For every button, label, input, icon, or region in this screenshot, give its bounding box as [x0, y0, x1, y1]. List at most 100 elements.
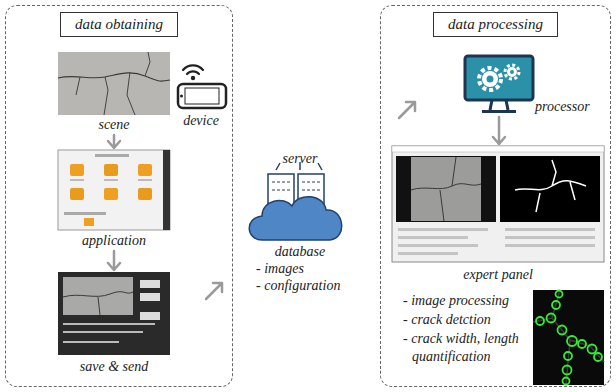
expert-panel-screenshot	[392, 146, 604, 262]
flow-arrow	[399, 102, 415, 118]
app-screenshot	[58, 150, 170, 230]
expert-panel-screenshot	[392, 146, 604, 262]
expert-panel-screenshot	[398, 236, 468, 239]
expert-panel-screenshot	[396, 156, 496, 222]
expert-panel-screenshot	[500, 156, 600, 222]
flow-arrow	[206, 283, 222, 299]
app-screenshot	[84, 218, 94, 226]
device-icon	[178, 65, 226, 108]
width-measure-image	[588, 345, 597, 354]
expert-panel-screenshot	[515, 160, 586, 212]
app-screenshot	[64, 212, 106, 215]
crack-photo	[58, 52, 170, 115]
width-measure-image	[594, 353, 602, 361]
panel-heading: data processing	[433, 12, 558, 37]
caption-text: save & send	[58, 358, 170, 375]
width-measure-image	[533, 290, 604, 385]
save-send-screenshot	[58, 272, 170, 355]
device-icon	[191, 76, 195, 80]
device-icon	[185, 88, 219, 104]
caption-text: server	[238, 150, 362, 167]
crack-photo	[76, 52, 150, 115]
caption-text: device	[172, 112, 230, 129]
expert-panel-screenshot	[398, 252, 458, 255]
processor-icon	[490, 100, 508, 110]
processor-icon	[507, 67, 517, 77]
processor-icon	[505, 65, 519, 79]
obtaining-panel: data obtaining scenedevice application save…	[5, 5, 233, 387]
flow-arrow	[108, 135, 120, 148]
save-send-screenshot	[63, 277, 133, 315]
width-measure-image	[563, 366, 572, 375]
app-screenshot	[104, 164, 118, 176]
save-send-screenshot	[63, 292, 133, 315]
save-send-screenshot	[63, 341, 119, 343]
scene-photo: scene	[58, 52, 170, 133]
save-send-screenshot	[140, 312, 160, 320]
width-measure-image	[556, 291, 563, 298]
width-measure-image	[578, 340, 586, 348]
processor-icon	[465, 56, 533, 113]
width-measure-image	[564, 352, 572, 360]
app-screenshot	[70, 164, 84, 176]
expert-panel-screenshot	[411, 157, 481, 221]
save-send-screenshot	[63, 323, 155, 325]
crack-photo	[58, 73, 170, 81]
expert-panel-screenshot	[398, 244, 478, 247]
save-send-screenshot: save & send	[58, 272, 170, 375]
bullet-note: - crack width, length quantification	[403, 330, 529, 366]
crack-photo	[58, 52, 170, 115]
processor-icon	[482, 110, 516, 113]
server-cloud	[249, 162, 341, 240]
bullet-note: - image processing	[403, 292, 529, 310]
width-measure-image	[547, 314, 556, 323]
caption-text: expert panel	[392, 266, 604, 283]
expert-panel-screenshot: expert panel	[392, 146, 604, 283]
expert-panel-screenshot	[505, 244, 595, 247]
app-screenshot	[138, 179, 152, 181]
caption-text: - configuration	[238, 277, 362, 294]
processor-icon: processor	[455, 52, 600, 115]
width-measure-image	[563, 378, 570, 385]
app-screenshot	[70, 179, 84, 181]
app-screenshot	[163, 150, 170, 230]
device-icon	[178, 84, 226, 108]
app-screenshot	[138, 164, 152, 176]
flow-arrow	[493, 117, 505, 144]
width-measure-image	[567, 336, 577, 346]
device-icon	[180, 95, 183, 98]
app-screenshot	[104, 188, 118, 200]
width-measure-image	[533, 290, 604, 385]
caption-text: - images	[238, 260, 362, 277]
width-measure-image	[552, 301, 560, 309]
expert-panel-screenshot	[411, 157, 481, 221]
flow-arrow	[206, 102, 415, 299]
app-screenshot	[95, 154, 129, 157]
width-measure-image	[533, 290, 604, 385]
caption-text: database	[238, 243, 362, 260]
device-icon	[183, 65, 203, 74]
expert-panel-screenshot	[505, 228, 595, 231]
save-send-screenshot	[140, 293, 160, 301]
width-measure-image	[536, 291, 602, 385]
processor-icon	[487, 76, 494, 83]
expert-panel-screenshot	[398, 228, 488, 231]
save-send-screenshot	[63, 331, 143, 333]
app-screenshot: application	[58, 150, 170, 249]
processing-panel: data processing processor expert panel	[380, 5, 611, 387]
width-measure-image	[558, 326, 567, 335]
save-send-screenshot	[140, 280, 160, 288]
panel-heading: data obtaining	[60, 12, 178, 37]
app-screenshot	[104, 179, 118, 181]
app-screenshot	[138, 188, 152, 200]
caption-text: scene	[58, 116, 170, 133]
processor-icon	[479, 68, 501, 90]
processor-icon	[465, 56, 533, 100]
server-cloud	[272, 182, 320, 190]
bullet-note: - crack detction	[403, 311, 529, 329]
app-screenshot	[70, 188, 84, 200]
expert-panel-screenshot	[392, 146, 604, 152]
